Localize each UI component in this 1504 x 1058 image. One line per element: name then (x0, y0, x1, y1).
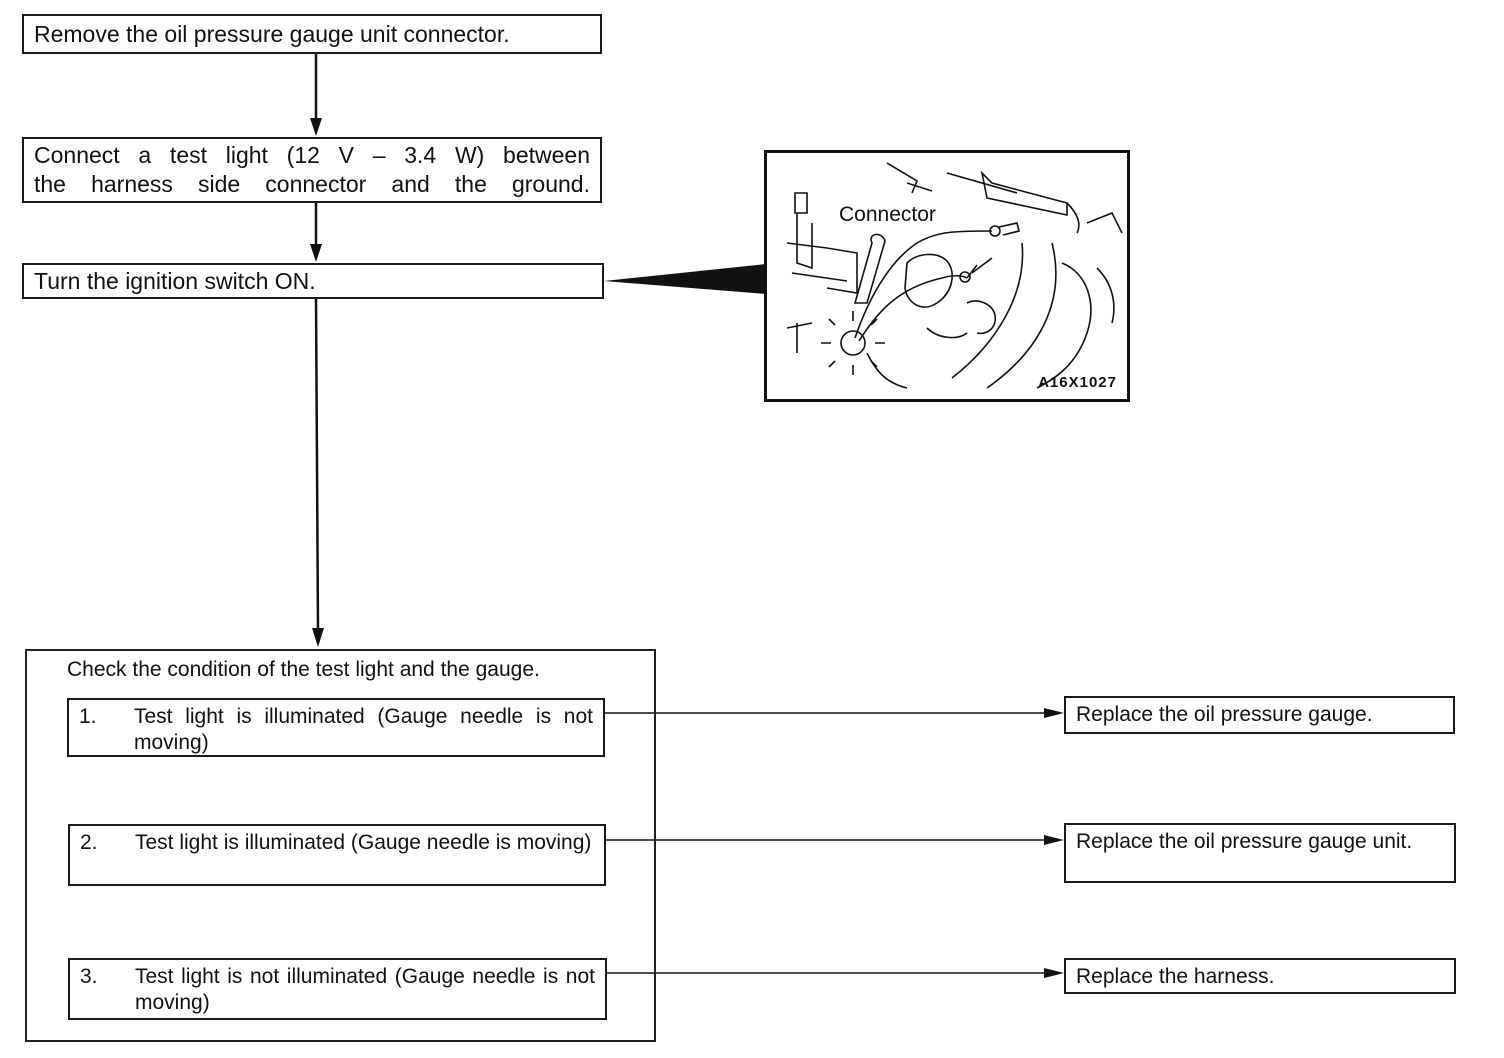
result-replace-harness-text: Replace the harness. (1076, 965, 1275, 988)
condition-1: 1. Test light is illuminated (Gauge need… (67, 698, 605, 757)
step-ignition-on: Turn the ignition switch ON. (22, 263, 604, 299)
step-connect-test-light: Connect a test light (12 V – 3.4 W) betw… (22, 137, 602, 203)
figure-code: A16X1027 (1038, 374, 1117, 391)
step-remove-connector-text: Remove the oil pressure gauge unit conne… (34, 21, 510, 47)
step-remove-connector: Remove the oil pressure gauge unit conne… (22, 14, 602, 54)
result-replace-harness: Replace the harness. (1064, 958, 1456, 994)
condition-2-number: 2. (80, 831, 98, 854)
connector-illustration: Connector A16X1027 (764, 150, 1130, 402)
condition-2-text: Test light is illuminated (Gauge needle … (135, 831, 592, 854)
condition-1-number: 1. (79, 705, 97, 728)
condition-3: 3. Test light is not illuminated (Gauge … (68, 958, 607, 1020)
condition-3-number: 3. (80, 965, 98, 988)
condition-3-text: Test light is not illuminated (Gauge nee… (135, 965, 595, 1014)
connector-label: Connector (839, 203, 936, 226)
result-replace-gauge-unit: Replace the oil pressure gauge unit. (1064, 823, 1456, 883)
step-ignition-on-text: Turn the ignition switch ON. (34, 268, 316, 294)
step-connect-test-light-line2: the harness side connector and the groun… (34, 171, 590, 197)
engine-drawing (786, 162, 1123, 389)
check-title: Check the condition of the test light an… (67, 658, 540, 681)
step-connect-test-light-line1: Connect a test light (12 V – 3.4 W) betw… (34, 142, 590, 168)
result-replace-gauge-text: Replace the oil pressure gauge. (1076, 703, 1373, 726)
result-replace-gauge: Replace the oil pressure gauge. (1064, 696, 1455, 734)
arrow-step3-check (314, 298, 320, 631)
illustration-pointer (604, 264, 766, 294)
check-section (25, 649, 656, 1042)
result-replace-gauge-unit-text: Replace the oil pressure gauge unit. (1076, 830, 1413, 853)
condition-1-text: Test light is illuminated (Gauge needle … (134, 705, 593, 754)
condition-2: 2. Test light is illuminated (Gauge need… (68, 824, 606, 886)
